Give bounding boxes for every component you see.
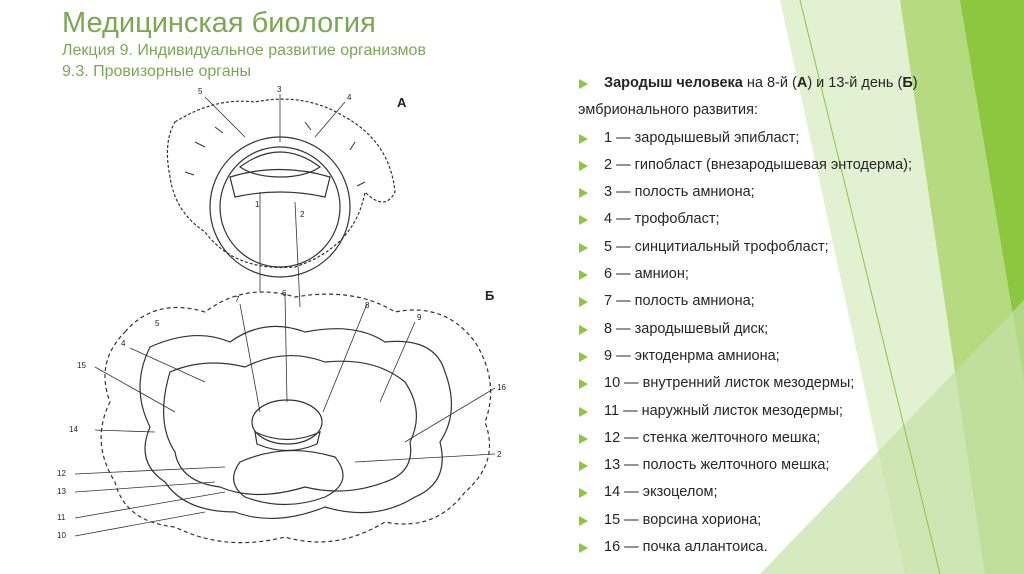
legend-item: 7 — полость амниона;	[578, 288, 1018, 315]
triangle-bullet-icon	[579, 270, 588, 280]
triangle-bullet-icon	[579, 243, 588, 253]
label-b-6: 6	[282, 289, 287, 298]
legend-item: 4 — трофобласт;	[578, 206, 1018, 233]
intro-mid: на 8-й (	[743, 75, 797, 91]
legend-item-text: 11 — наружный листок мезодермы;	[604, 403, 843, 419]
triangle-bullet-icon	[579, 488, 588, 498]
intro-b: Б	[902, 75, 912, 91]
legend-item-text: 12 — стенка желточного мешка;	[604, 430, 820, 446]
legend-item: 11 — наружный листок мезодермы;	[578, 398, 1018, 425]
label-b-13: 13	[57, 487, 66, 496]
label-b-10: 10	[57, 531, 66, 540]
label-b-4: 4	[121, 339, 126, 348]
label-a-2: 2	[300, 210, 305, 219]
label-b-12: 12	[57, 469, 66, 478]
legend-item-text: 10 — внутренний листок мезодермы;	[604, 375, 854, 391]
legend-item-text: 8 — зародышевый диск;	[604, 321, 768, 337]
legend-item-text: 3 — полость амниона;	[604, 184, 755, 200]
triangle-bullet-icon	[579, 134, 588, 144]
triangle-bullet-icon	[579, 161, 588, 171]
leader-lines	[75, 94, 495, 536]
legend-item: 15 — ворсина хориона;	[578, 507, 1018, 534]
legend-item: 14 — экзоцелом;	[578, 479, 1018, 506]
triangle-bullet-icon	[579, 215, 588, 225]
legend-item-text: 4 — трофобласт;	[604, 211, 719, 227]
panel-b-label: Б	[485, 288, 494, 303]
triangle-bullet-icon	[579, 379, 588, 389]
triangle-bullet-icon	[579, 516, 588, 526]
embryo-disc-a	[230, 170, 330, 198]
legend-item: 6 — амнион;	[578, 261, 1018, 288]
header: Медицинская биология Лекция 9. Индивидуа…	[62, 6, 582, 82]
blastocyst-a	[210, 137, 350, 277]
legend-item-text: 15 — ворсина хориона;	[604, 512, 761, 528]
triangle-bullet-icon	[579, 352, 588, 362]
legend-item-text: 2 — гипобласт (внезародышевая энтодерма)…	[604, 157, 912, 173]
triangle-bullet-icon	[579, 407, 588, 417]
legend-item-text: 9 — эктоденрма амниона;	[604, 348, 780, 364]
lecture-subtitle: Лекция 9. Индивидуальное развитие органи…	[62, 40, 582, 61]
legend-item: 2 — гипобласт (внезародышевая энтодерма)…	[578, 152, 1018, 179]
amnion-b	[252, 400, 322, 444]
legend-item-text: 16 — почка аллантоиса.	[604, 539, 768, 555]
label-b-5: 5	[155, 319, 160, 328]
intro-a: А	[797, 75, 807, 91]
label-b-14: 14	[69, 425, 78, 434]
legend-item-text: 14 — экзоцелом;	[604, 484, 718, 500]
exocoelom-b	[164, 356, 417, 495]
legend-intro: Зародыш человека на 8-й (А) и 13-й день …	[578, 70, 1018, 97]
intro-bold: Зародыш человека	[604, 75, 743, 91]
legend-item: 8 — зародышевый диск;	[578, 316, 1018, 343]
legend-item-text: 1 — зародышевый эпибласт;	[604, 130, 799, 146]
label-a-4: 4	[347, 93, 352, 102]
triangle-bullet-icon	[579, 325, 588, 335]
label-a-3: 3	[277, 85, 282, 94]
label-b-2: 2	[497, 450, 502, 459]
legend-item: 12 — стенка желточного мешка;	[578, 425, 1018, 452]
section-subtitle: 9.3. Провизорные органы	[62, 61, 582, 82]
label-a-1: 1	[255, 200, 260, 209]
legend-item: 9 — эктоденрма амниона;	[578, 343, 1018, 370]
label-b-8: 8	[365, 301, 370, 310]
legend-item-text: 5 — синцитиальный трофобласт;	[604, 239, 829, 255]
legend-item: 16 — почка аллантоиса.	[578, 534, 1018, 561]
legend-item-text: 6 — амнион;	[604, 266, 689, 282]
label-b-16: 16	[497, 383, 506, 392]
blastocyst-inner-a	[220, 147, 340, 267]
label-b-7: 7	[235, 295, 240, 304]
triangle-bullet-icon	[579, 297, 588, 307]
triangle-bullet-icon	[579, 79, 588, 89]
legend-item-text: 13 — полость желточного мешка;	[604, 457, 830, 473]
label-b-9: 9	[417, 313, 422, 322]
legend-item: 10 — внутренний листок мезодермы;	[578, 370, 1018, 397]
trophoblast-outer-a	[167, 99, 395, 267]
triangle-bullet-icon	[579, 461, 588, 471]
intro-and: ) и 13-й день (	[807, 75, 902, 91]
legend-item: 1 — зародышевый эпибласт;	[578, 125, 1018, 152]
embryo-disc-b	[255, 432, 320, 451]
label-b-11: 11	[57, 513, 66, 522]
legend-item-text: 7 — полость амниона;	[604, 293, 755, 309]
triangle-bullet-icon	[579, 543, 588, 553]
page-title: Медицинская биология	[62, 6, 582, 40]
legend-item: 3 — полость амниона;	[578, 179, 1018, 206]
amnion-cavity-a	[240, 152, 320, 177]
label-b-15: 15	[77, 361, 86, 370]
panel-a-label: А	[397, 95, 407, 110]
triangle-bullet-icon	[579, 434, 588, 444]
embryo-illustration: А 5 3 4 1 2 Б 7 6 8 5 9 4 15 16 14 12 2 …	[55, 82, 535, 572]
legend-item: 5 — синцитиальный трофобласт;	[578, 234, 1018, 261]
legend-intro-line2: эмбрионального развития:	[578, 97, 1018, 124]
yolk-sac-b	[234, 451, 343, 505]
legend-list: Зародыш человека на 8-й (А) и 13-й день …	[578, 70, 1018, 561]
triangle-bullet-icon	[579, 188, 588, 198]
legend-item: 13 — полость желточного мешка;	[578, 452, 1018, 479]
intro-end: )	[913, 75, 918, 91]
label-a-5: 5	[198, 87, 203, 96]
